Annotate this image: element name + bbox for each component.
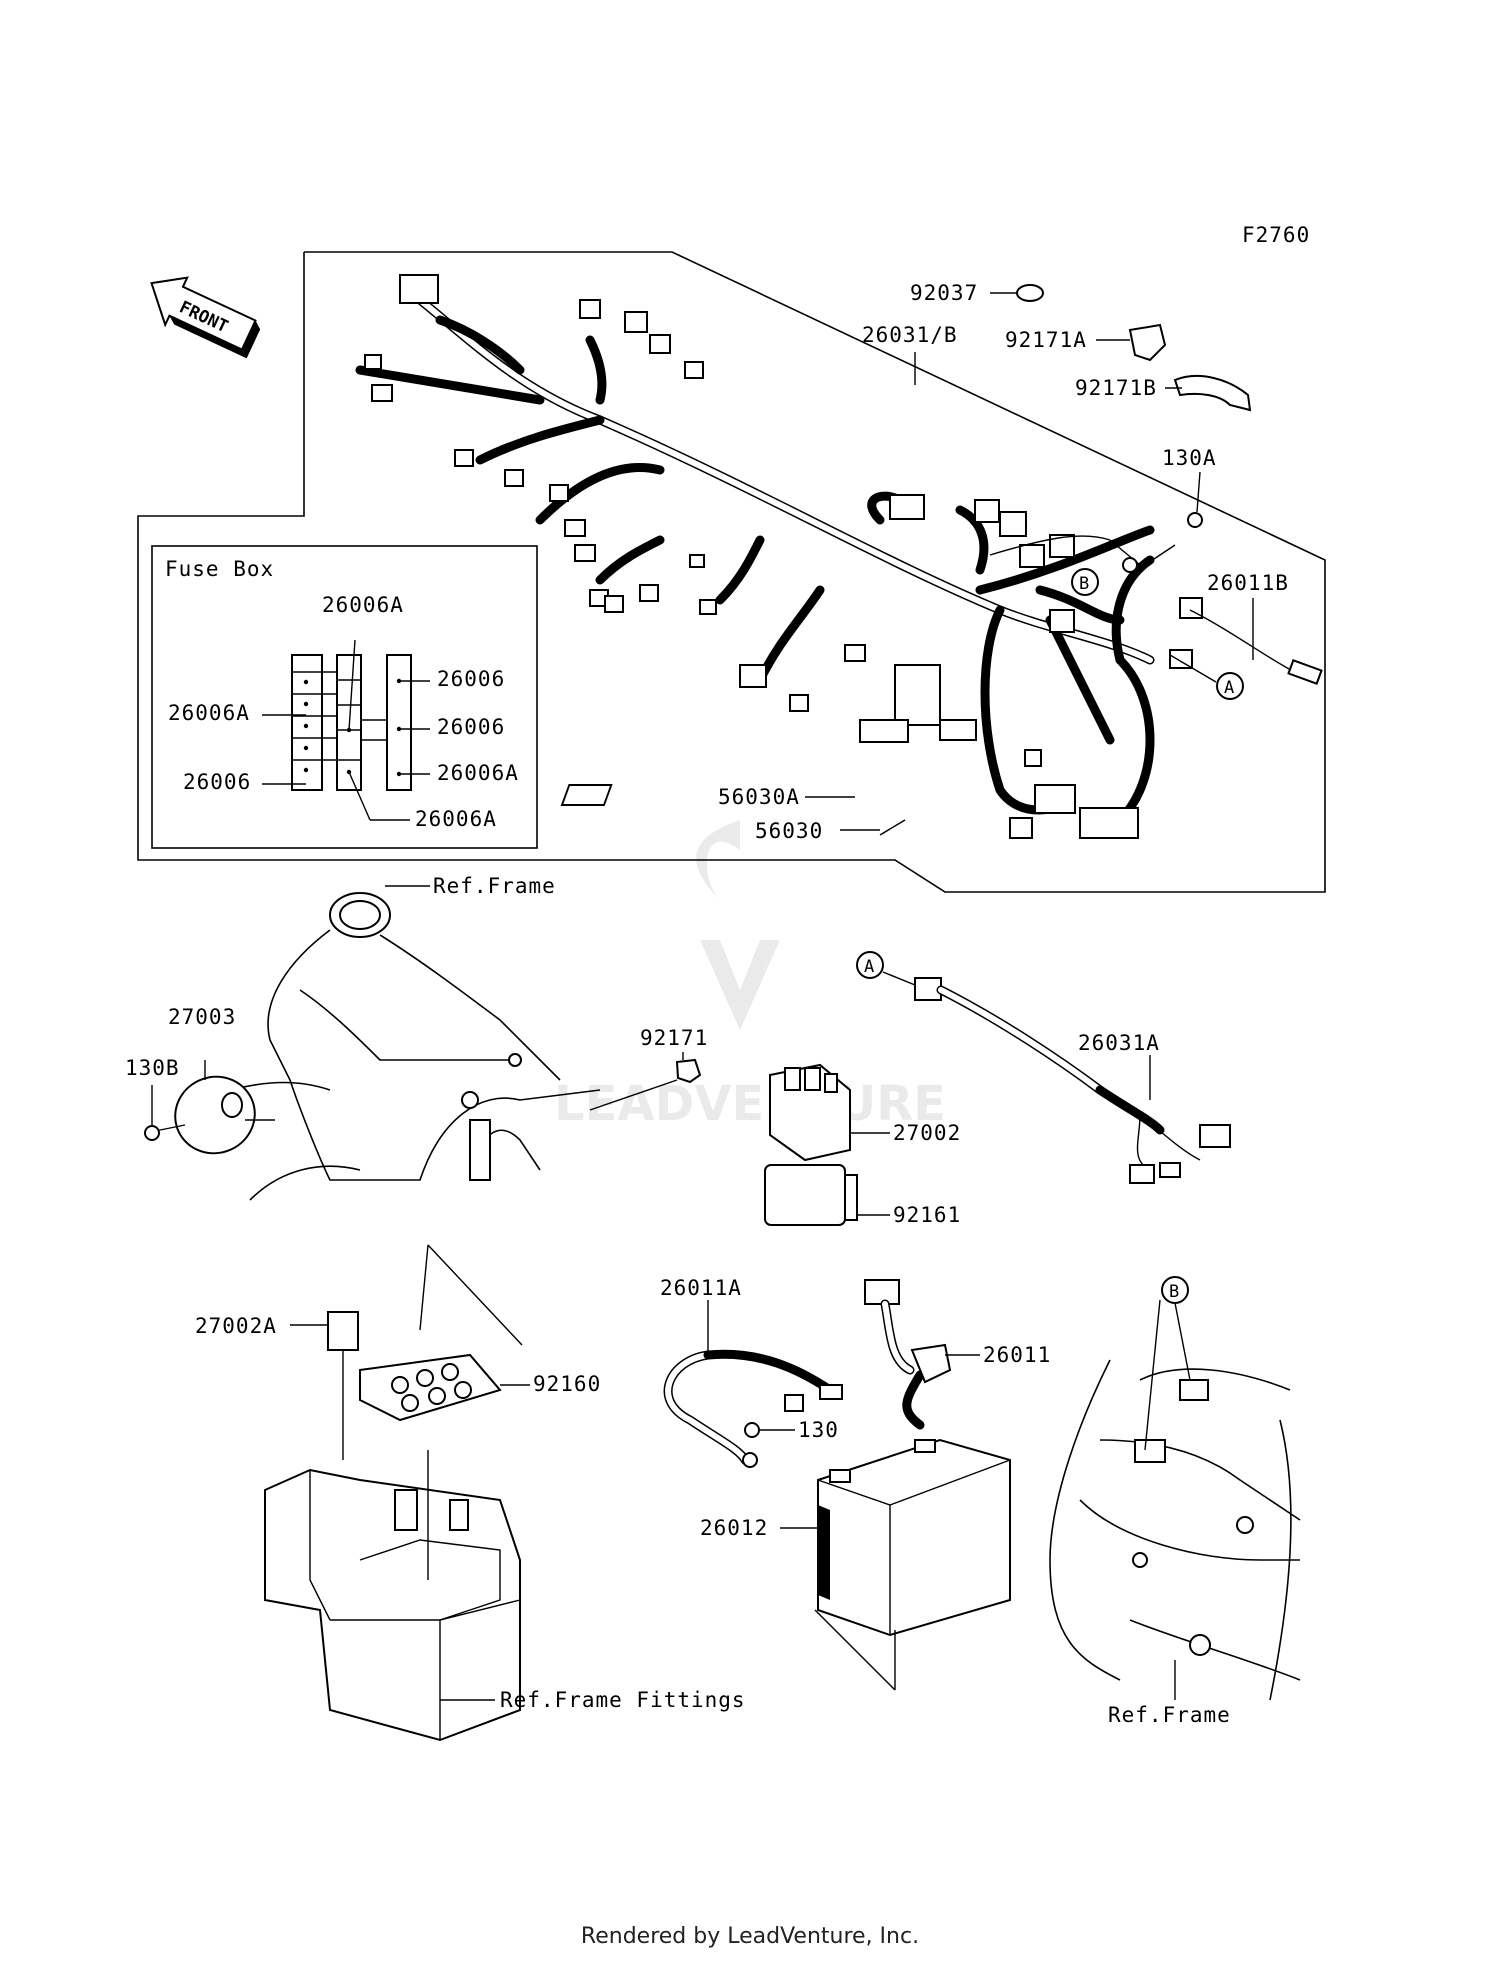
callout-130b: 130B [125, 1056, 180, 1080]
marker-b-harness-text: B [1079, 574, 1090, 594]
front-arrow-icon: FRONT [150, 276, 261, 359]
callout-27002a: 27002A [195, 1314, 277, 1338]
main-wiring-harness [355, 274, 1323, 839]
callout-92161: 92161 [893, 1203, 961, 1227]
harness-outline [137, 251, 1326, 893]
lead-26011-part [864, 1279, 980, 1430]
clamp-92171-part [675, 1058, 702, 1084]
fuse-label-1: 26006A [322, 593, 404, 617]
fuse-box-title: Fuse Box [165, 557, 274, 581]
fuse-label-5: 26006 [437, 715, 505, 739]
fuse-label-4: 26006 [437, 667, 505, 691]
fuse-box-panel [151, 545, 538, 849]
callout-ref-frame-top: Ref.Frame [433, 874, 556, 898]
callout-92171b: 92171B [1075, 376, 1157, 400]
callout-26011: 26011 [983, 1343, 1051, 1367]
marker-b-harness [1071, 568, 1099, 596]
callout-92037: 92037 [910, 281, 978, 305]
callout-26011b: 26011B [1207, 571, 1289, 595]
battery-26012-part [780, 1438, 1011, 1637]
fuse-label-6: 26006A [437, 761, 519, 785]
frame-right-drawing [1049, 1359, 1301, 1701]
ecu-27002-part [769, 1063, 890, 1162]
fuse-label-2: 26006A [168, 701, 250, 725]
callout-56030a: 56030A [718, 785, 800, 809]
fuse-box-diagram [262, 639, 430, 821]
battery-box-part [264, 1450, 521, 1742]
callout-92160: 92160 [533, 1372, 601, 1396]
marker-a-harness-text: A [1224, 678, 1235, 698]
leadventure-watermark: LEADVENTURE [554, 820, 946, 1132]
footer-credit: Rendered by LeadVenture, Inc. [580, 1924, 920, 1949]
bolt-130b-icon [144, 1125, 160, 1141]
cover-92161-part [764, 1164, 890, 1226]
relay-27002a-part [290, 1311, 359, 1460]
leader-a-harness [1169, 654, 1217, 683]
callout-26012: 26012 [700, 1516, 768, 1540]
clamp-92171b-part [1165, 374, 1252, 412]
callout-ref-frame-bottom: Ref.Frame [1108, 1703, 1231, 1727]
figure-code: F2760 [1242, 223, 1310, 247]
clamp-92037-part [990, 284, 1044, 302]
fuse-label-3: 26006 [183, 770, 251, 794]
callout-92171: 92171 [640, 1026, 708, 1050]
marker-a-harness [1216, 672, 1244, 700]
callout-27003: 27003 [168, 1005, 236, 1029]
damper-92160-part [359, 1353, 530, 1422]
callout-130: 130 [798, 1418, 839, 1442]
label-56030a-part [560, 784, 613, 806]
marker-b-frame-text: B [1169, 1282, 1180, 1302]
leader-130a [1196, 471, 1201, 513]
clamp-92171a-part [1096, 323, 1167, 362]
callout-27002: 27002 [893, 1121, 961, 1145]
lead-26011a-part [663, 1300, 843, 1468]
callout-26011a: 26011A [660, 1276, 742, 1300]
horn-27003-part [149, 1060, 275, 1155]
callout-92171a: 92171A [1005, 328, 1087, 352]
callout-26031b: 26031/B [862, 323, 958, 347]
callout-130a: 130A [1162, 446, 1217, 470]
callout-56030: 56030 [755, 819, 823, 843]
marker-a-sub-text: A [864, 957, 875, 977]
label-56030-part [879, 819, 906, 836]
frame-left-drawing [229, 892, 601, 1201]
fuse-label-7: 26006A [415, 807, 497, 831]
callout-ref-frame-fittings: Ref.Frame Fittings [500, 1688, 746, 1712]
harness-26031a-part: A [856, 951, 1231, 1184]
bolt-130a-icon [1187, 512, 1203, 528]
watermark-text: LEADVENTURE [554, 1076, 946, 1132]
callout-26031a: 26031A [1078, 1031, 1160, 1055]
